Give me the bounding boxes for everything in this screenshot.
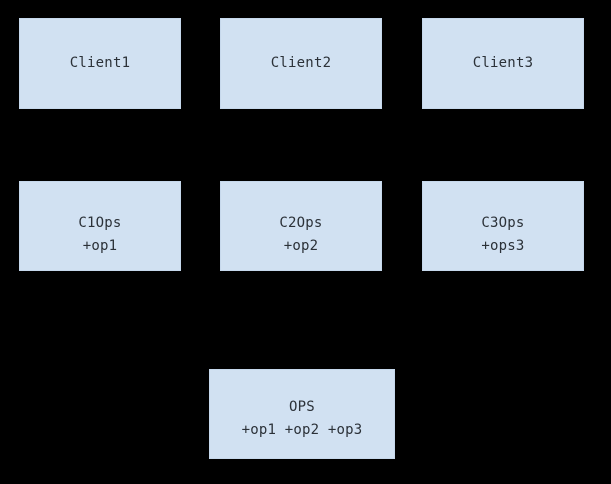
node-client2[interactable]: Client2	[220, 18, 382, 109]
node-c2ops[interactable]: C2Ops +op2	[220, 181, 382, 271]
node-client2-title: Client2	[270, 55, 332, 71]
node-ops-title: OPS	[289, 399, 315, 415]
node-client1[interactable]: Client1	[19, 18, 181, 109]
node-c1ops-member-0: +op1	[82, 238, 118, 254]
node-c3ops-title: C3Ops	[481, 215, 525, 231]
node-ops[interactable]: OPS +op1 +op2 +op3	[209, 369, 395, 459]
node-client3[interactable]: Client3	[422, 18, 584, 109]
node-c3ops[interactable]: C3Ops +ops3	[422, 181, 584, 271]
node-client1-title: Client1	[69, 55, 131, 71]
node-c2ops-member-0: +op2	[283, 238, 319, 254]
node-c1ops[interactable]: C1Ops +op1	[19, 181, 181, 271]
node-client3-title: Client3	[472, 55, 534, 71]
node-c2ops-title: C2Ops	[279, 215, 323, 231]
node-c1ops-title: C1Ops	[78, 215, 122, 231]
node-c3ops-member-0: +ops3	[481, 238, 525, 254]
node-ops-member-0: +op1 +op2 +op3	[241, 422, 363, 438]
